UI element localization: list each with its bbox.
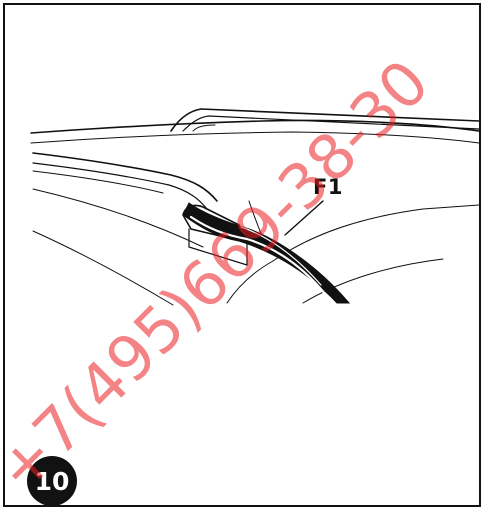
front-rail-mid bbox=[32, 162, 208, 210]
callout-leader bbox=[284, 200, 324, 236]
callout-label-f1: F1 bbox=[313, 175, 343, 199]
figure-frame: F1 10 bbox=[3, 3, 481, 507]
seal-strip-f1 bbox=[182, 202, 351, 304]
rail-foot bbox=[188, 228, 248, 266]
body-line-3 bbox=[272, 204, 480, 262]
body-line-2 bbox=[32, 230, 174, 306]
front-rail-top bbox=[32, 152, 218, 202]
rear-rail-arch-inner bbox=[182, 115, 480, 132]
step-number: 10 bbox=[34, 466, 70, 496]
seal-strip-inner bbox=[189, 215, 331, 301]
body-line-5 bbox=[226, 260, 274, 304]
body-line-4 bbox=[302, 258, 444, 304]
roof-edge-line-2 bbox=[30, 131, 480, 144]
seal-strip-inner-2 bbox=[240, 226, 322, 286]
rear-rail-support bbox=[192, 124, 216, 132]
roof-edge-line bbox=[30, 119, 480, 134]
rear-rail-arch bbox=[170, 108, 480, 132]
roof-rail-illustration bbox=[30, 108, 480, 306]
body-line-1 bbox=[32, 188, 204, 248]
step-number-badge: 10 bbox=[27, 456, 77, 506]
front-rail-low bbox=[32, 170, 164, 194]
